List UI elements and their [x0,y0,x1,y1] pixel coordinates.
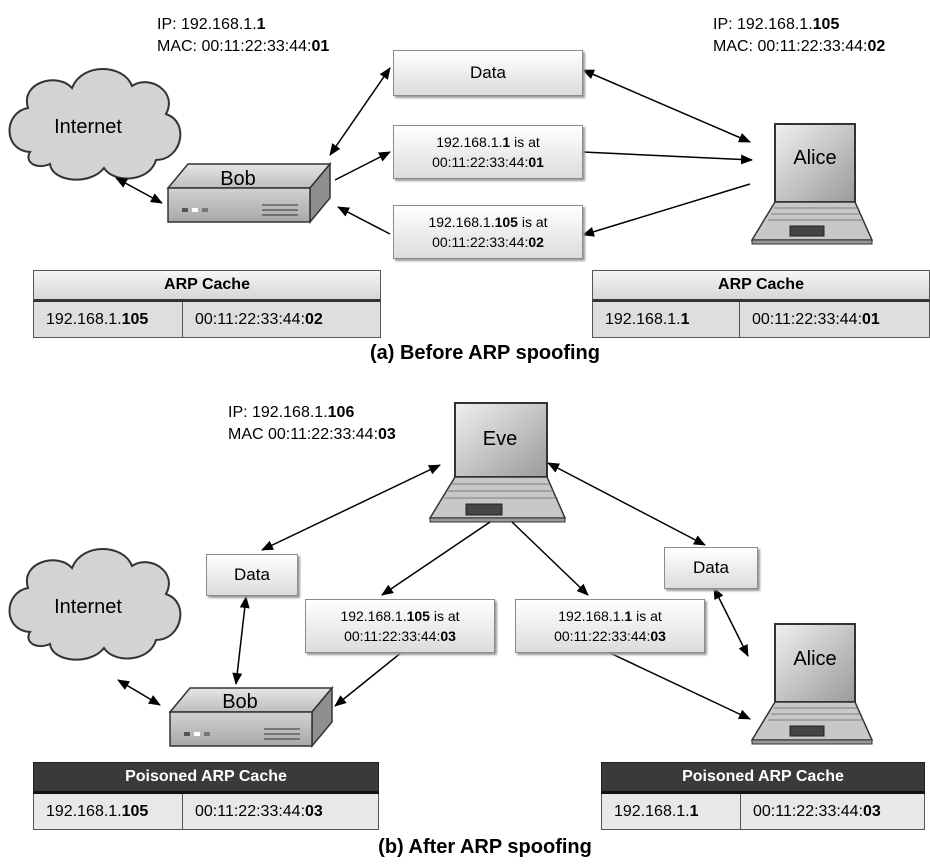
msg-text: is at [632,608,662,624]
msg-text-bold: 03 [440,628,456,644]
alice-label-a: Alice [793,147,837,169]
eve-address-info-b: IP: 192.168.1.106 MAC 00:11:22:33:44:03 [228,402,396,446]
cache-title: Poisoned ARP Cache [601,762,925,794]
msg-text-bold: 1 [502,134,511,150]
eve-mac: MAC 00:11:22:33:44: [228,426,379,443]
data-label-right: Data [693,558,729,577]
laptop-alice-a [750,123,874,245]
data-box-right-b: Data [664,547,758,589]
router-bob-a [166,161,332,225]
cache-row: 192.168.1.105 00:11:22:33:44:03 [33,794,379,830]
cache-title: Poisoned ARP Cache [33,762,379,794]
alice-mac-suffix-a: 02 [867,38,886,55]
cache-ip: 192.168.1.1 [593,302,740,337]
internet-label-a: Internet [54,116,122,138]
cache-row: 192.168.1.1 00:11:22:33:44:03 [601,794,925,830]
alice-arp-cache-a: ARP Cache 192.168.1.1 00:11:22:33:44:01 [592,270,930,338]
bob-label-b: Bob [222,691,258,713]
laptop-alice-b [750,623,874,745]
msg-text: 192.168.1. [558,608,625,624]
laptop-eve-b [428,402,567,523]
arp-reply-bob-a: 192.168.1.1 is at 00:11:22:33:44:01 [393,125,583,179]
msg-text: is at [429,608,460,624]
cache-ip: 192.168.1.105 [34,794,183,829]
bob-poisoned-cache-b: Poisoned ARP Cache 192.168.1.105 00:11:2… [33,762,379,830]
msg-text: 192.168.1. [428,214,495,230]
bob-label-a: Bob [220,168,256,190]
arp-reply-alice-a: 192.168.1.105 is at 00:11:22:33:44:02 [393,205,583,259]
bob-mac-a: MAC: 00:11:22:33:44: [157,38,312,55]
msg-text-bold: 105 [406,608,430,624]
caption-b: (b) After ARP spoofing [378,836,592,858]
cache-row: 192.168.1.1 00:11:22:33:44:01 [592,302,930,338]
router-bob-b [168,685,334,749]
alice-address-info-a: IP: 192.168.1.105 MAC: 00:11:22:33:44:02 [713,14,885,58]
msg-text: 00:11:22:33:44: [344,628,441,644]
eve-ip-suffix: 106 [327,404,355,421]
msg-text: 00:11:22:33:44: [432,234,529,250]
cache-mac: 00:11:22:33:44:03 [753,802,881,820]
eve-ip: IP: 192.168.1. [228,404,328,421]
arp-reply-to-alice-b: 192.168.1.1 is at 00:11:22:33:44:03 [515,599,705,653]
cache-mac: 00:11:22:33:44:03 [195,802,323,820]
cache-row: 192.168.1.105 00:11:22:33:44:02 [33,302,381,338]
data-box-left-b: Data [206,554,298,596]
cache-title: ARP Cache [33,270,381,302]
data-label-left: Data [234,565,270,584]
alice-ip-a: IP: 192.168.1. [713,16,813,33]
internet-cloud-a [8,68,182,181]
arrows-a [115,67,753,237]
data-label-a: Data [470,63,506,82]
alice-mac-a: MAC: 00:11:22:33:44: [713,38,868,55]
cache-ip: 192.168.1.1 [602,794,741,829]
caption-a: (a) Before ARP spoofing [369,342,600,364]
msg-text-bold: 03 [650,628,666,644]
alice-label-b: Alice [793,648,837,670]
msg-text: 00:11:22:33:44: [554,628,651,644]
arp-reply-to-bob-b: 192.168.1.105 is at 00:11:22:33:44:03 [305,599,495,653]
alice-poisoned-cache-b: Poisoned ARP Cache 192.168.1.1 00:11:22:… [601,762,925,830]
msg-text-bold: 02 [528,234,544,250]
cache-mac: 00:11:22:33:44:01 [752,310,880,328]
bob-address-info-a: IP: 192.168.1.1 MAC: 00:11:22:33:44:01 [157,14,329,58]
msg-text-bold: 105 [494,214,518,230]
internet-label-b: Internet [54,596,122,618]
internet-cloud-b [8,548,182,661]
cache-mac: 00:11:22:33:44:02 [195,310,323,328]
alice-ip-suffix-a: 105 [812,16,840,33]
msg-text-bold: 1 [624,608,633,624]
bob-mac-suffix-a: 01 [311,38,330,55]
msg-text: 192.168.1. [436,134,503,150]
eve-label-b: Eve [482,428,518,450]
cache-title: ARP Cache [592,270,930,302]
data-box-a: Data [393,50,583,96]
bob-ip-suffix-a: 1 [256,16,266,33]
msg-text: is at [517,214,548,230]
msg-text: is at [510,134,540,150]
msg-text-bold: 01 [528,154,544,170]
arrows-b [117,462,751,720]
bob-ip-a: IP: 192.168.1. [157,16,257,33]
msg-text: 192.168.1. [340,608,407,624]
msg-text: 00:11:22:33:44: [432,154,529,170]
bob-arp-cache-a: ARP Cache 192.168.1.105 00:11:22:33:44:0… [33,270,381,338]
cache-ip: 192.168.1.105 [34,302,183,337]
eve-mac-suffix: 03 [378,426,396,443]
